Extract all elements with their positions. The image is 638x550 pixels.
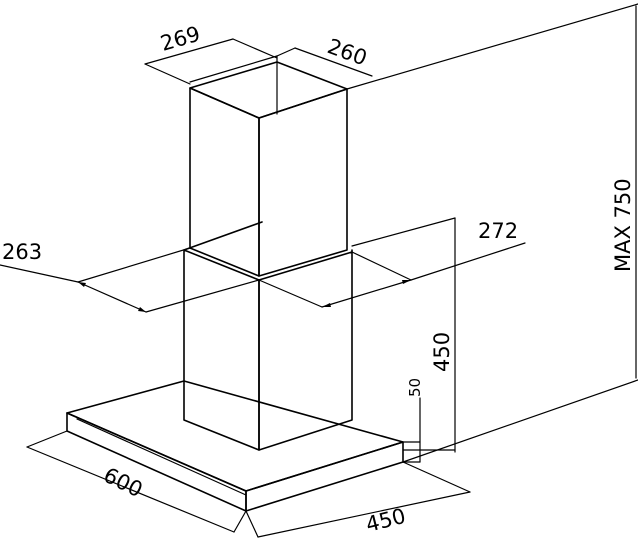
arrow-263-a [78,282,86,287]
dim-leader-272 [410,242,526,281]
upper-chimney-top [189,61,348,119]
dim-ext-750-top [346,3,638,90]
dim-label-260: 260 [324,34,370,70]
dim-line-260 [294,47,373,77]
dim-ext-600-right [233,510,247,533]
dim-label-450-depth: 450 [363,504,408,537]
lower-chimney-front [183,249,260,451]
upper-chimney-front [189,87,260,277]
dim-line-450d [257,491,471,538]
arrow-272-a [322,303,331,307]
dimension-canopy-depth: 450 [245,461,471,538]
dim-ext-260-left [276,47,296,57]
dim-ext-269-left [144,63,191,85]
upper-chimney [189,55,348,277]
dim-label-50: 50 [406,378,424,397]
dim-label-600: 600 [100,463,147,502]
lower-chimney-top-back-left [183,221,263,251]
canopy-edge-line [76,418,247,496]
dimension-right-offset: 272 [258,219,526,308]
dim-ext-263-top [77,247,191,283]
dim-line-272 [321,279,412,308]
dimension-max-height: MAX 750 [346,3,638,463]
dimension-canopy-thickness: 50 [402,378,424,463]
upper-chimney-side [258,88,348,277]
dim-ext-272-top [351,251,412,281]
dim-label-max-750: MAX 750 [611,178,635,272]
upper-chimney-top-back [189,55,278,83]
dim-label-269: 269 [158,22,203,56]
dim-label-272: 272 [478,219,518,243]
canopy-side-face [245,441,404,512]
canopy-front-face [66,412,247,512]
dim-line-263 [77,281,147,313]
dim-label-263: 263 [2,240,42,264]
dim-ext-450d-right [402,461,471,493]
arrow-263-b [138,307,146,312]
dim-ext-269-right [232,38,278,59]
lower-chimney-side [258,251,353,451]
lower-chimney [183,221,353,451]
dim-label-450-height: 450 [430,332,454,372]
dimension-chimney-width: 269 [144,22,278,85]
dimension-lower-height: 450 [351,217,456,453]
arrow-272-b [402,280,411,284]
dim-ext-272-bottom [258,279,323,308]
dim-leader-263 [0,264,79,283]
dim-line-269 [144,38,234,65]
dim-line-600 [26,446,235,533]
dim-ext-750-bottom [402,379,638,463]
dim-ext-263-bottom [145,279,260,313]
dimension-chimney-depth: 260 [276,34,373,77]
dim-ext-450d-left [245,510,259,538]
dimension-left-offset: 263 [0,240,260,313]
dim-ext-600-left [26,430,68,448]
dim-ext-450h-top [351,217,456,247]
